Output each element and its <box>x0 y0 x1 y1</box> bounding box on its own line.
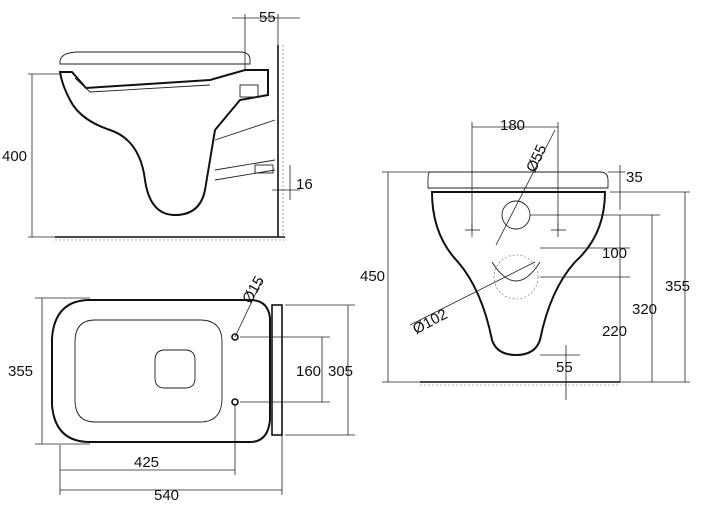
mount-hole-top <box>231 333 239 341</box>
dim-outlet-diameter: Ø102 <box>410 306 450 338</box>
dim-hole-diameter: Ø15 <box>239 273 268 306</box>
front-view: 180 Ø55 35 450 100 220 320 355 Ø102 55 <box>360 117 690 400</box>
dim-outlet-height: 220 <box>602 323 627 340</box>
dim-top-offset: 55 <box>259 9 276 26</box>
dim-inlet-to-outlet: 100 <box>602 245 627 262</box>
dim-to-holes: 425 <box>134 454 159 471</box>
dim-inlet-height: 320 <box>632 301 657 318</box>
seat-front <box>427 171 609 189</box>
bowl-inner-top <box>74 319 223 423</box>
dim-overall-width: 355 <box>8 363 33 380</box>
outlet-connector <box>254 164 274 174</box>
rear-mount <box>271 304 283 436</box>
dim-rear-width: 305 <box>328 363 353 380</box>
dim-overall-length: 540 <box>154 487 179 504</box>
rim-inner <box>74 77 211 93</box>
side-view: 55 400 16 <box>2 9 313 241</box>
dim-bolt-spacing: 180 <box>500 117 525 134</box>
dim-height: 400 <box>2 148 27 165</box>
top-view: Ø15 355 160 305 425 540 <box>8 273 355 504</box>
inlet-connector <box>239 84 259 98</box>
outlet-contour <box>491 261 541 282</box>
dim-hole-spacing: 160 <box>296 363 321 380</box>
dim-outlet: 16 <box>296 176 313 193</box>
bowl-outline-top <box>51 299 271 443</box>
outlet-circle <box>493 254 539 300</box>
trap-lines <box>214 119 276 181</box>
bowl-front <box>430 191 607 357</box>
dim-seat-thickness: 35 <box>626 169 643 186</box>
dim-bottom-gap: 55 <box>556 359 573 376</box>
dim-bolt-height: 355 <box>665 278 690 295</box>
seat-lid <box>59 51 251 65</box>
bowl-profile <box>58 69 269 217</box>
drain-opening <box>154 349 196 389</box>
dim-total-height: 450 <box>360 268 385 285</box>
